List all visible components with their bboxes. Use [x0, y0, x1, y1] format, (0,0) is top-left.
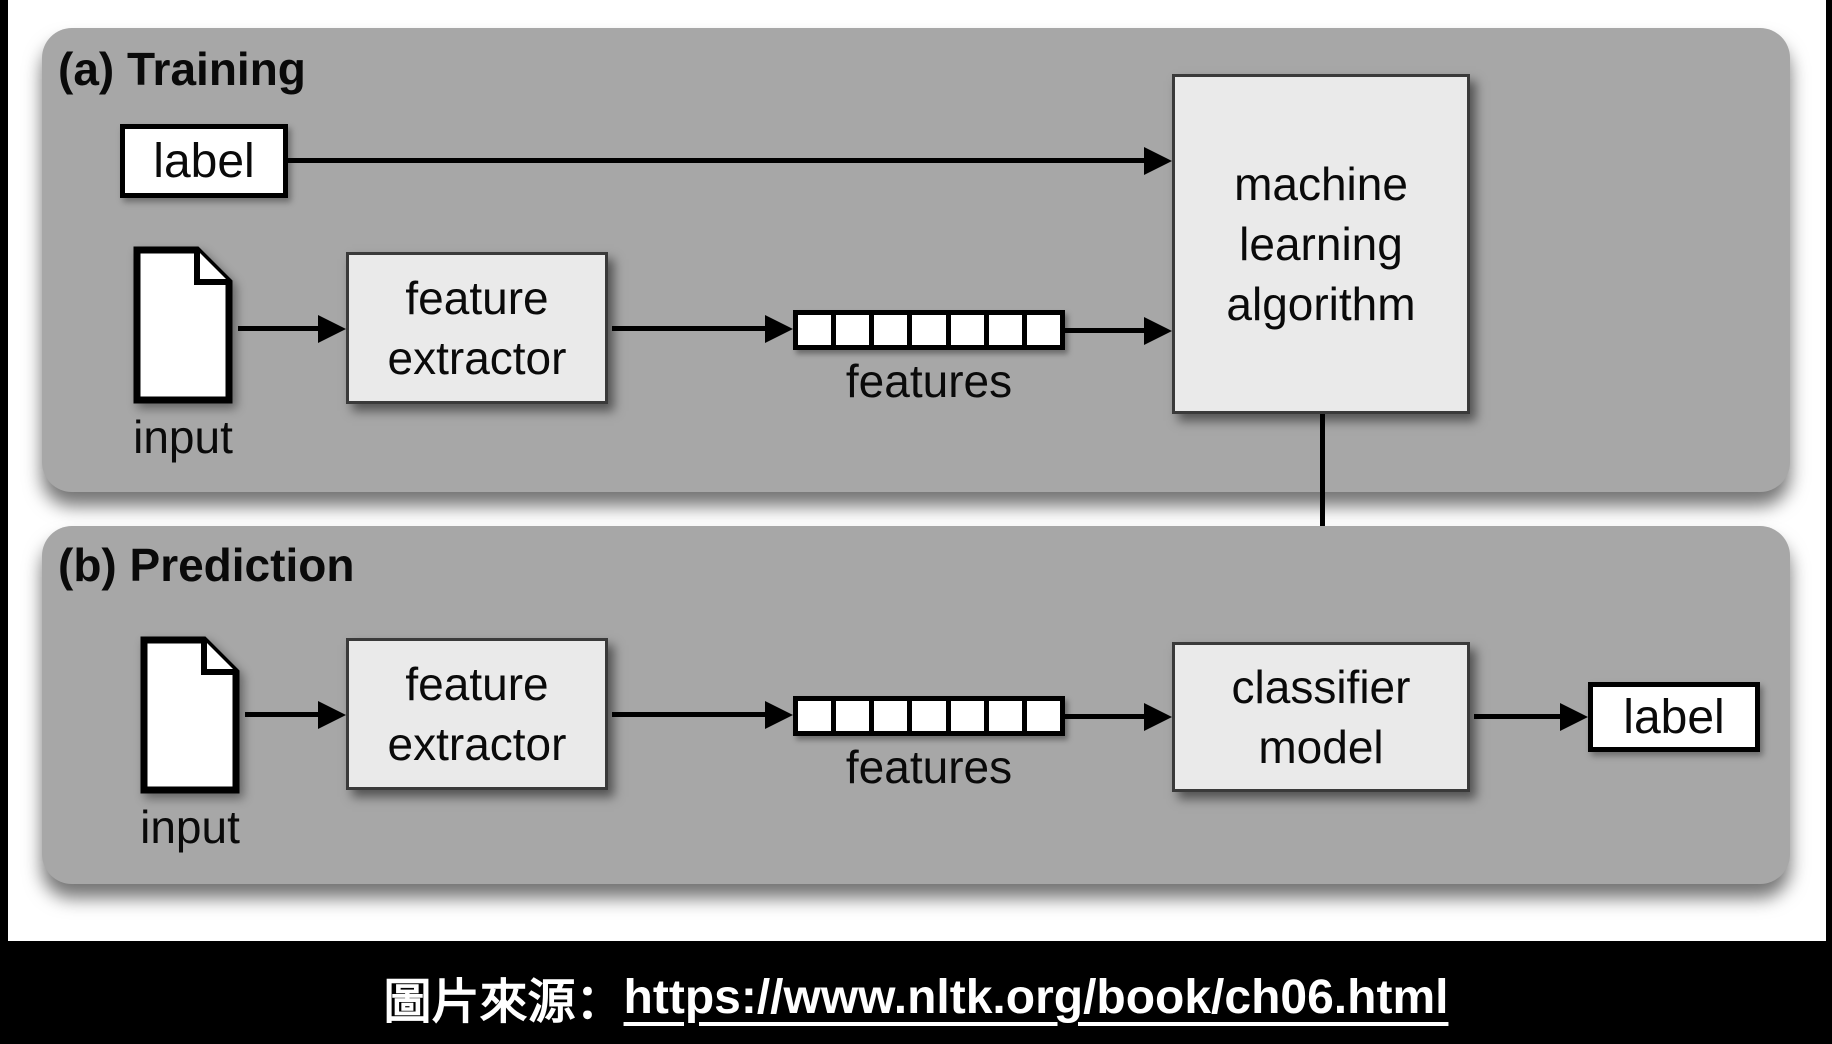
arrow-extractor-to-features-training	[612, 314, 793, 343]
input-document-icon	[133, 246, 233, 404]
feature-extractor-line2: extractor	[387, 332, 567, 384]
arrow-classifier-to-label	[1474, 702, 1588, 731]
feature-cell	[950, 701, 984, 731]
feature-cell	[988, 701, 1022, 731]
feature-cell	[988, 315, 1022, 345]
feature-extractor-line1: feature	[405, 272, 549, 324]
arrow-features-to-classifier	[1065, 702, 1172, 731]
training-panel-title: (a) Training	[58, 43, 306, 95]
feature-cell	[798, 701, 832, 731]
arrowhead-icon	[1144, 316, 1172, 345]
feature-cell	[874, 315, 908, 345]
feature-cell	[912, 701, 946, 731]
caption: 圖片來源：https://www.nltk.org/book/ch06.html	[0, 950, 1832, 1044]
feature-extractor-line2: extractor	[387, 718, 567, 770]
machine-learning-algorithm-box: machine learning algorithm	[1172, 74, 1470, 414]
prediction-panel-title: (b) Prediction	[58, 539, 355, 591]
prediction-label-box: label	[1588, 682, 1760, 752]
training-panel	[42, 28, 1790, 492]
feature-cell	[950, 315, 984, 345]
algorithm-line3: algorithm	[1226, 278, 1416, 330]
feature-cell	[836, 701, 870, 731]
prediction-feature-extractor-box: feature extractor	[346, 638, 608, 790]
arrowhead-icon	[318, 314, 346, 343]
classifier-model-box: classifier model	[1172, 642, 1470, 792]
training-label-text: label	[153, 134, 255, 188]
prediction-input-label: input	[140, 801, 240, 853]
arrowhead-icon	[1144, 146, 1172, 175]
feature-cell	[836, 315, 870, 345]
arrow-input-to-extractor-prediction	[245, 700, 346, 729]
algorithm-line2: learning	[1239, 218, 1403, 270]
arrow-label-to-algorithm	[288, 146, 1172, 175]
caption-prefix: 圖片來源：	[383, 976, 624, 1029]
feature-vector-training	[793, 310, 1065, 350]
arrowhead-icon	[1144, 702, 1172, 731]
arrowhead-icon	[765, 314, 793, 343]
training-input-label: input	[133, 411, 233, 463]
feature-cell	[912, 315, 946, 345]
algorithm-line1: machine	[1234, 158, 1408, 210]
arrowhead-icon	[318, 700, 346, 729]
feature-cell	[798, 315, 832, 345]
arrow-input-to-extractor-training	[238, 314, 346, 343]
training-feature-extractor-box: feature extractor	[346, 252, 608, 404]
classifier-line2: model	[1258, 721, 1384, 773]
arrowhead-icon	[765, 700, 793, 729]
arrowhead-icon	[1560, 702, 1588, 731]
feature-vector-prediction	[793, 696, 1065, 736]
source-url-link[interactable]: https://www.nltk.org/book/ch06.html	[623, 970, 1449, 1024]
training-label-box: label	[120, 124, 288, 198]
arrow-extractor-to-features-prediction	[612, 700, 793, 729]
training-features-label: features	[845, 355, 1013, 407]
feature-cell	[874, 701, 908, 731]
input-document-icon	[140, 636, 240, 794]
classifier-line1: classifier	[1231, 661, 1411, 713]
feature-cell	[1026, 315, 1060, 345]
prediction-features-label: features	[845, 741, 1013, 793]
feature-cell	[1026, 701, 1060, 731]
prediction-label-text: label	[1623, 690, 1725, 744]
feature-extractor-line1: feature	[405, 658, 549, 710]
arrow-features-to-algorithm	[1065, 316, 1172, 345]
